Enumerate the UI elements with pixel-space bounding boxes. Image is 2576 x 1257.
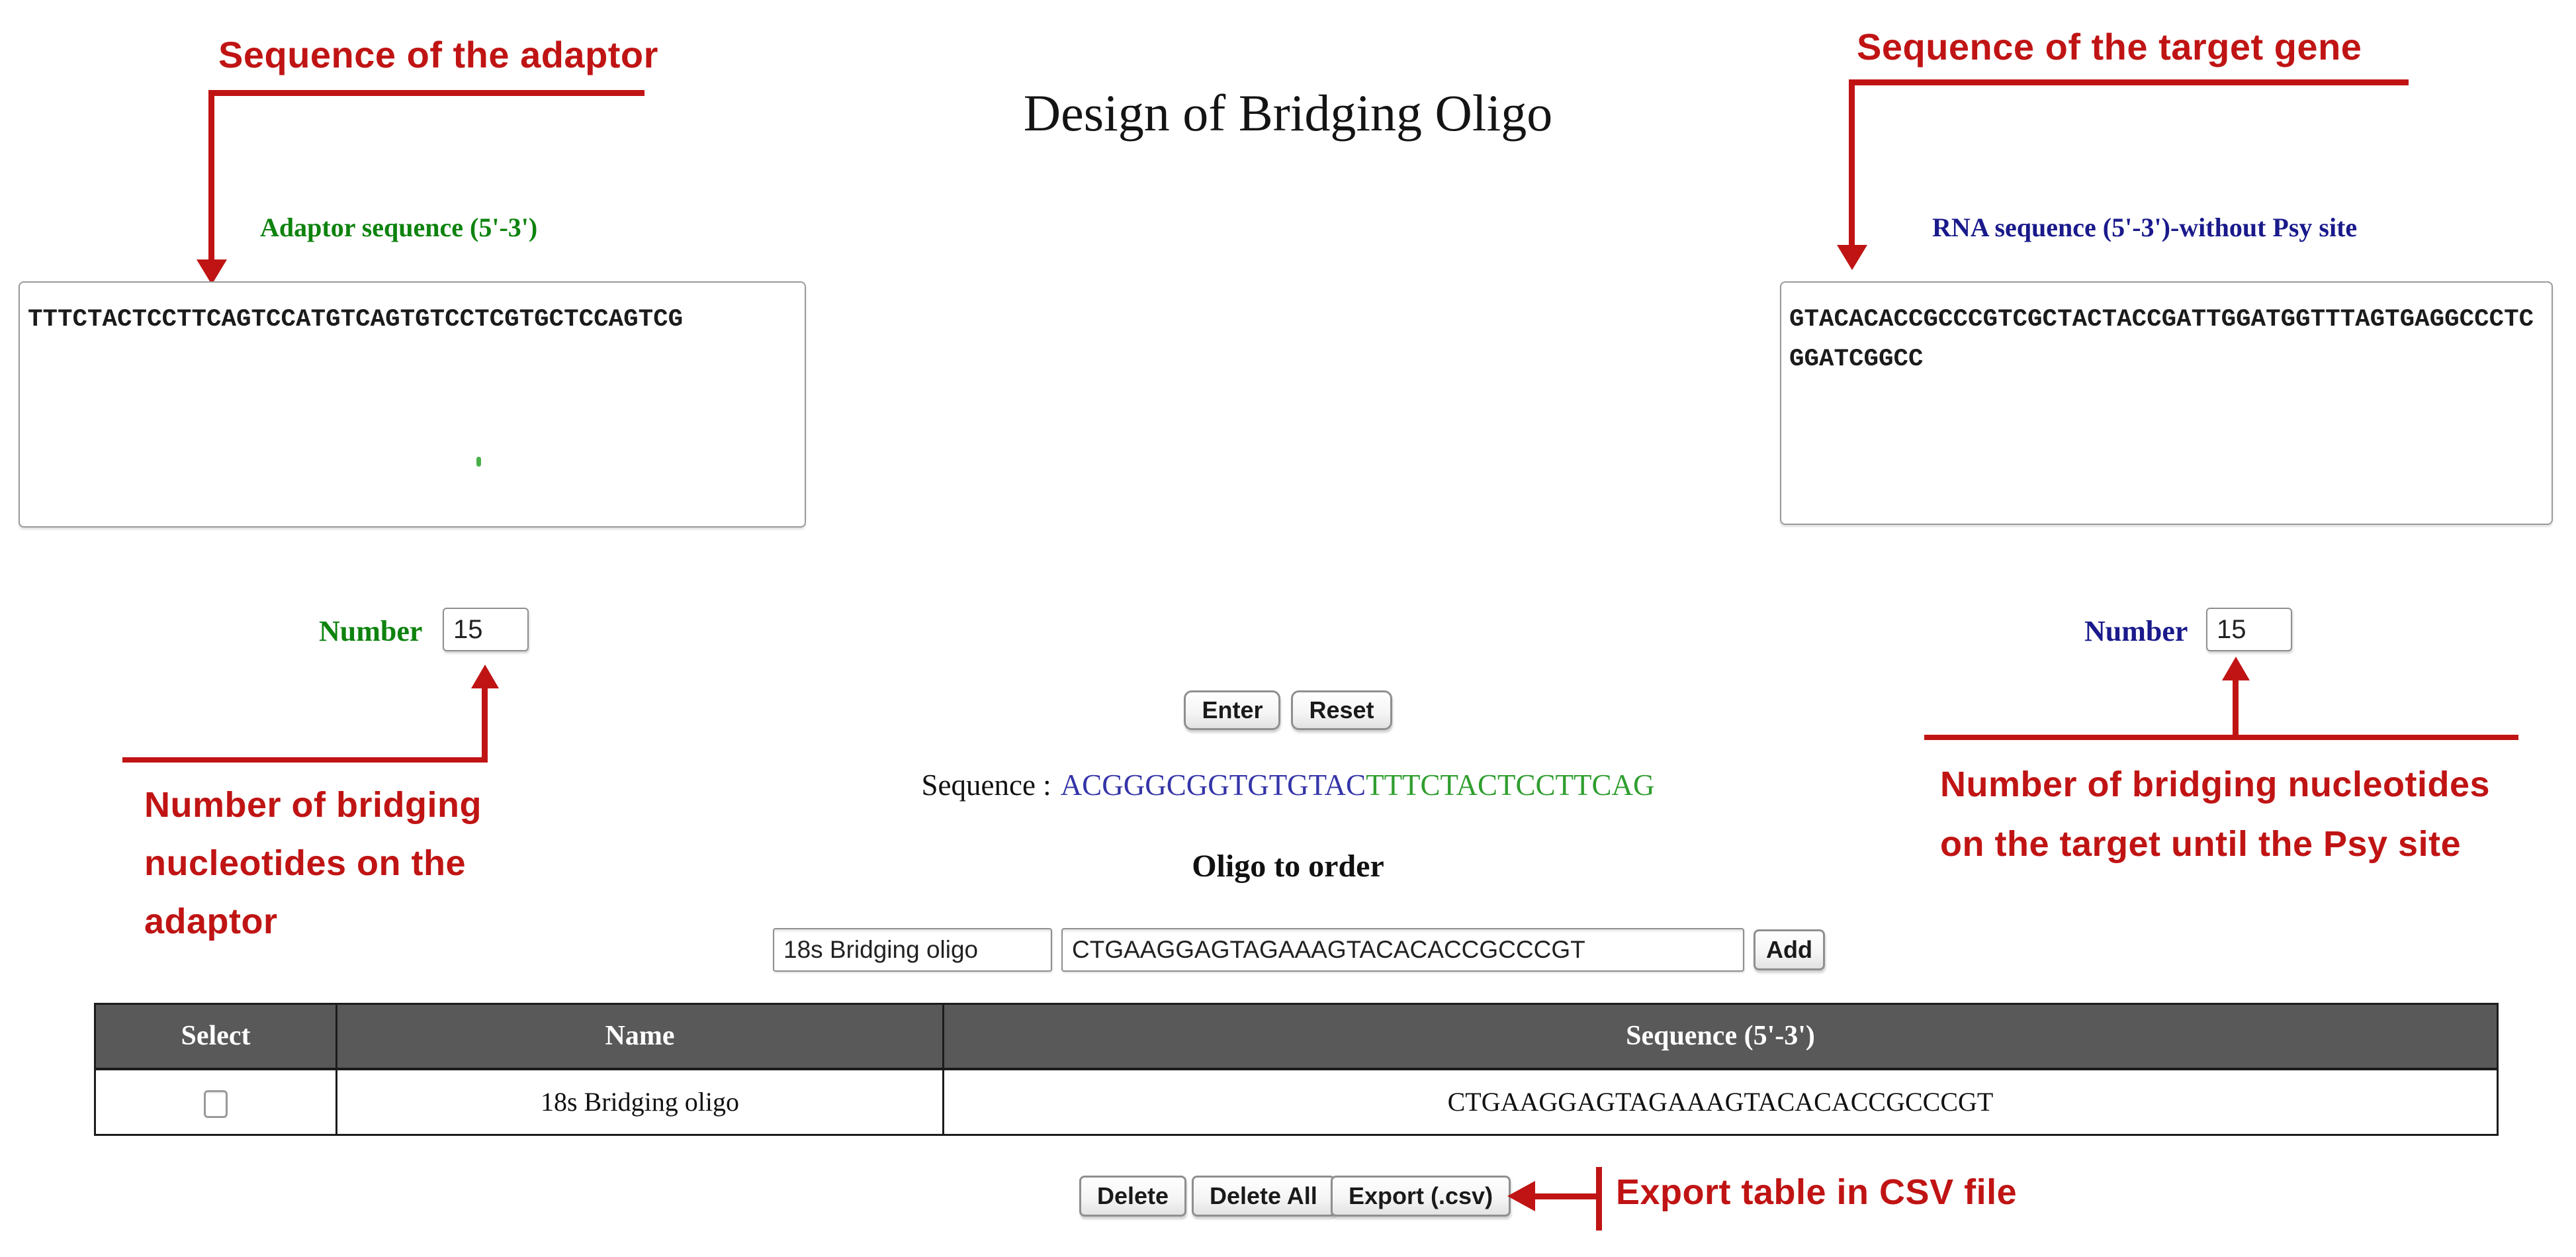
enter-button[interactable]: Enter (1184, 690, 1281, 730)
leader-line (1849, 79, 2409, 85)
annotation-line: Number of bridging (144, 785, 482, 825)
enter-reset-row: Enter Reset (0, 690, 2576, 730)
delete-button[interactable]: Delete (1079, 1176, 1187, 1217)
adaptor-number-label: Number (319, 615, 423, 647)
leader-line (1924, 735, 2518, 740)
target-number-label: Number (2084, 615, 2188, 647)
annotation-adaptor-number: Number of bridging nucleotides on the ad… (144, 776, 482, 951)
leader-line (1532, 1193, 1597, 1199)
delete-all-button[interactable]: Delete All (1192, 1176, 1335, 1217)
annotation-target-label: Sequence of the target gene (1857, 26, 2362, 68)
arrow-up-icon (471, 665, 499, 688)
table-header-sequence: Sequence (5'-3') (942, 1003, 2499, 1070)
table-cell-name: 18s Bridging oligo (335, 1068, 944, 1136)
leader-line (208, 90, 214, 261)
arrow-down-icon (1837, 245, 1867, 270)
export-csv-button[interactable]: Export (.csv) (1331, 1176, 1511, 1217)
arrow-left-icon (1507, 1181, 1535, 1211)
result-label: Sequence : (921, 768, 1051, 802)
arrow-up-icon (2222, 657, 2250, 680)
add-button[interactable]: Add (1754, 929, 1825, 970)
table-cell-select (94, 1068, 337, 1136)
result-sequence-line: Sequence : ACGGGCGGTGTGTACTTTCTACTCCTTCAG (0, 768, 2576, 802)
table-header-select: Select (94, 1003, 337, 1070)
adaptor-sequence-label: Adaptor sequence (5'-3') (260, 212, 538, 242)
leader-line (2233, 679, 2239, 740)
rna-sequence-label: RNA sequence (5'-3')-without Psy site (1932, 212, 2358, 242)
reset-button[interactable]: Reset (1291, 690, 1392, 730)
leader-line (1596, 1167, 1602, 1231)
leader-line (211, 90, 644, 96)
leader-line (482, 687, 488, 763)
oligo-table: Select Name Sequence (5'-3') 18s Bridgin… (94, 1003, 2499, 1136)
green-caret-mark (476, 457, 481, 467)
oligo-sequence-input[interactable] (1061, 928, 1744, 972)
select-checkbox[interactable] (204, 1090, 228, 1119)
annotation-line: adaptor (144, 902, 278, 941)
adaptor-sequence-textarea[interactable]: TTTCTACTCCTTCAGTCCATGTCAGTGTCCTCGTGCTCCA… (19, 281, 806, 528)
annotation-line: on the target until the Psy site (1940, 824, 2462, 864)
target-number-input[interactable] (2206, 608, 2292, 651)
table-cell-sequence: CTGAAGGAGTAGAAAGTACACACCGCCCGT (942, 1068, 2499, 1136)
annotation-line: nucleotides on the (144, 843, 466, 883)
annotation-adaptor-label: Sequence of the adaptor (218, 34, 658, 75)
annotation-target-number: Number of bridging nucleotides on the ta… (1940, 755, 2490, 874)
annotation-export-label: Export table in CSV file (1616, 1172, 2018, 1212)
rna-sequence-textarea[interactable]: GTACACACCGCCCGTCGCTACTACCGATTGGATGGTTTAG… (1780, 281, 2553, 525)
leader-line (1849, 79, 1855, 246)
oligo-name-input[interactable] (773, 928, 1052, 972)
page-title: Design of Bridging Oligo (1023, 84, 1553, 142)
table-header-row: Select Name Sequence (5'-3') (94, 1003, 2499, 1070)
adaptor-number-input[interactable] (443, 608, 529, 651)
leader-line (122, 757, 488, 763)
table-header-name: Name (335, 1003, 944, 1070)
annotation-line: Number of bridging nucleotides (1940, 765, 2491, 804)
result-sequence-green: TTTCTACTCCTTCAG (1366, 768, 1655, 802)
result-sequence-blue: ACGGGCGGTGTGTAC (1060, 768, 1366, 802)
oligo-to-order-heading: Oligo to order (1192, 849, 1384, 884)
table-row: 18s Bridging oligo CTGAAGGAGTAGAAAGTACAC… (94, 1068, 2499, 1136)
arrow-down-icon (197, 259, 227, 285)
